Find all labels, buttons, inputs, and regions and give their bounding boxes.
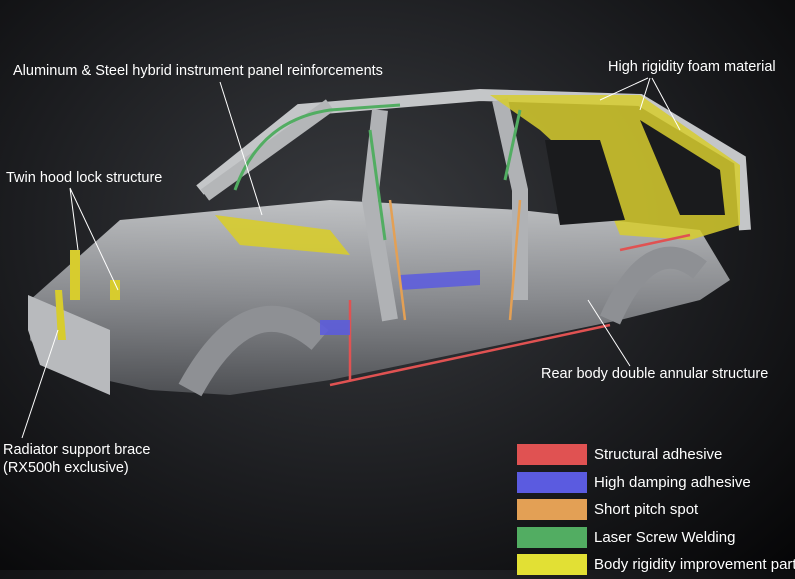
rear-wheel-arch bbox=[599, 246, 707, 325]
b-pillar bbox=[361, 109, 398, 322]
front-bumper-beam bbox=[28, 295, 110, 395]
legend-label: Structural adhesive bbox=[594, 446, 723, 464]
legend-label: Laser Screw Welding bbox=[594, 528, 736, 546]
structural-adhesive-line bbox=[329, 233, 691, 387]
legend-swatch bbox=[517, 526, 587, 548]
legend-swatch bbox=[517, 444, 587, 466]
legend-label: High damping adhesive bbox=[594, 473, 751, 491]
legend-item-short-pitch-spot: Short pitch spot bbox=[517, 496, 795, 524]
instrument-panel-reinforcement bbox=[215, 215, 350, 255]
c-pillar bbox=[492, 98, 528, 300]
legend-item-structural-adhesive: Structural adhesive bbox=[517, 441, 795, 469]
annotation-foam-material: High rigidity foam material bbox=[608, 59, 776, 75]
legend-item-high-damping-adhesive: High damping adhesive bbox=[517, 469, 795, 497]
rear-door-opening bbox=[545, 140, 625, 225]
legend-swatch bbox=[517, 554, 587, 576]
radiator-brace-part bbox=[55, 290, 66, 340]
a-pillar bbox=[200, 99, 335, 201]
legend-swatch bbox=[517, 471, 587, 493]
short-pitch-spot-line bbox=[388, 199, 522, 321]
hood-lock-part bbox=[70, 250, 120, 300]
front-wheel-arch bbox=[178, 305, 329, 397]
laser-screw-welding-line bbox=[233, 103, 522, 241]
damping-adhesive-patch bbox=[320, 270, 480, 335]
rear-quarter-window bbox=[640, 120, 725, 215]
radiator-brace-note: (RX500h exclusive) bbox=[3, 460, 129, 476]
annotation-hood-lock: Twin hood lock structure bbox=[6, 170, 163, 186]
annotation-rear-body: Rear body double annular structure bbox=[541, 366, 769, 382]
radiator-brace-title: Radiator support brace bbox=[3, 442, 151, 458]
legend: Structural adhesive High damping adhesiv… bbox=[517, 441, 795, 579]
leader-lines bbox=[21, 77, 681, 439]
annotation-panel-reinforcements: Aluminum & Steel hybrid instrument panel… bbox=[13, 63, 383, 79]
legend-swatch bbox=[517, 499, 587, 521]
legend-label: Short pitch spot bbox=[594, 501, 699, 519]
legend-item-laser-screw-welding: Laser Screw Welding bbox=[517, 524, 795, 552]
legend-label: Body rigidity improvement part bbox=[594, 556, 795, 574]
annotation-radiator-brace: Radiator support brace (RX500h exclusive… bbox=[3, 441, 151, 477]
legend-item-body-rigidity-part: Body rigidity improvement part bbox=[517, 551, 795, 579]
